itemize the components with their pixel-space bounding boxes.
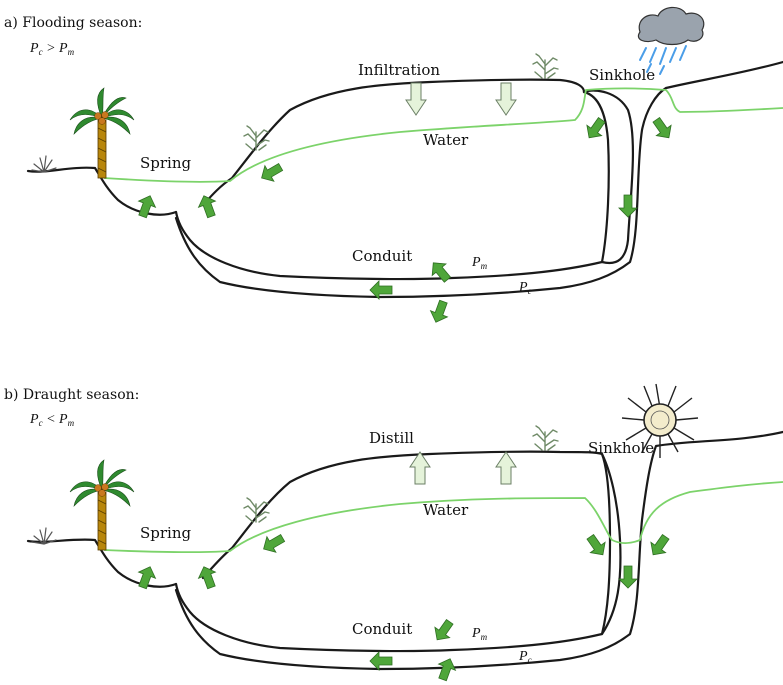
palm-tree-icon <box>69 459 135 551</box>
sinkhole-label: Sinkhole <box>588 439 654 457</box>
flow-arrow <box>618 194 638 218</box>
conduit-outline <box>174 60 783 299</box>
aquifer-outline <box>174 90 610 281</box>
water-label: Water <box>423 501 469 519</box>
flow-arrow <box>648 114 677 144</box>
spring-label: Spring <box>140 524 192 542</box>
flow-arrow <box>618 565 638 589</box>
infiltration-arrow <box>405 82 427 116</box>
spring-label: Spring <box>140 154 192 172</box>
distill-label: Distill <box>369 429 414 447</box>
aquifer-outline <box>174 452 612 653</box>
flow-arrow <box>195 563 221 591</box>
panel-a-title: a) Flooding season: <box>4 15 142 31</box>
grass-icon <box>31 155 57 173</box>
rain-cloud-icon <box>637 6 705 75</box>
flow-arrow <box>369 651 393 671</box>
infiltration-label: Infiltration <box>358 61 440 79</box>
flow-arrows <box>133 529 674 683</box>
flow-arrow <box>427 298 453 326</box>
distill-arrow <box>495 451 517 485</box>
ground-surface <box>26 450 604 588</box>
conduit-outline <box>174 430 783 671</box>
flow-arrow <box>429 616 458 646</box>
water-label: Water <box>423 131 469 149</box>
flow-arrows <box>133 114 677 326</box>
panel-a-condition: Pc > Pm <box>29 41 75 57</box>
flow-arrow <box>195 192 221 220</box>
pm-label: Pm <box>471 626 488 642</box>
pc-label: Pc <box>518 280 532 296</box>
ground-surface <box>26 78 586 216</box>
flow-arrow <box>645 531 674 561</box>
distill-arrow <box>409 451 431 485</box>
shrub-icon <box>532 53 559 79</box>
flow-arrow <box>425 256 455 286</box>
pm-label: Pm <box>471 255 488 271</box>
pc-label: Pc <box>518 649 532 665</box>
sun-icon <box>621 383 699 458</box>
flow-arrow <box>258 529 288 558</box>
panel-draught: b) Draught season: Pc < Pm <box>4 383 783 683</box>
palm-tree-icon <box>69 87 135 179</box>
shrub-icon <box>243 497 270 523</box>
panel-b-title: b) Draught season: <box>4 387 139 403</box>
water-table <box>103 87 783 183</box>
shrub-icon <box>532 425 559 451</box>
panel-flooding: a) Flooding season: Pc > Pm <box>4 6 783 326</box>
conduit-label: Conduit <box>352 620 412 638</box>
sinkhole-label: Sinkhole <box>589 66 655 84</box>
infiltration-arrow <box>495 82 517 116</box>
conduit-label: Conduit <box>352 247 412 265</box>
panel-b-condition: Pc < Pm <box>29 412 75 428</box>
water-table <box>103 481 783 553</box>
sinkhole-wall <box>600 452 622 636</box>
flow-arrow <box>582 531 611 561</box>
sinkhole-wall <box>582 89 634 265</box>
